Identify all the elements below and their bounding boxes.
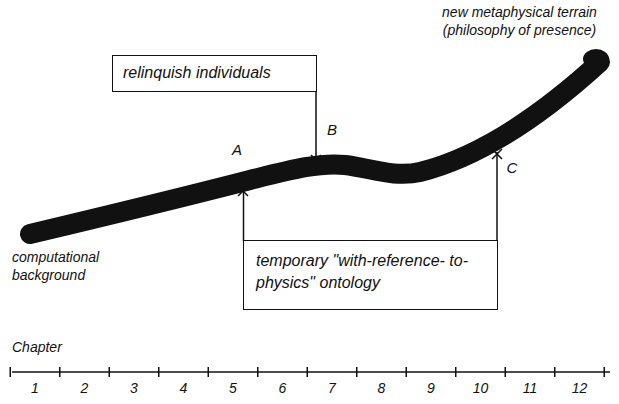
axis-tick (505, 367, 507, 377)
box-label: relinquish individuals (123, 62, 306, 84)
chapter-number: 10 (466, 379, 496, 397)
chapter-number: 4 (169, 379, 199, 397)
axis-title: Chapter (12, 338, 82, 356)
chapter-axis (12, 371, 610, 373)
chapter-number: 5 (218, 379, 248, 397)
phase-box: relinquish individuals (112, 55, 317, 92)
chapter-number: 1 (20, 379, 50, 397)
cross-mark (238, 186, 248, 196)
chapter-number: 6 (268, 379, 298, 397)
bracket-line (496, 152, 498, 241)
phase-box: temporary "with-reference- to-physics" o… (243, 240, 498, 310)
chapter-number: 11 (515, 379, 545, 397)
chapter-number: 12 (565, 379, 595, 397)
caption-note: new metaphysical terrain (philosophy of … (432, 3, 607, 39)
bracket-line (243, 190, 245, 241)
chapter-number: 8 (367, 379, 397, 397)
point-letter: A (229, 140, 245, 160)
axis-tick (59, 367, 61, 377)
axis-ticks (10, 367, 604, 377)
chapter-number: 3 (119, 379, 149, 397)
chapter-number: 2 (70, 379, 100, 397)
axis-tick (356, 367, 358, 377)
axis-tick (307, 367, 309, 377)
axis-tick (455, 367, 457, 377)
axis-tick (208, 367, 210, 377)
box-label: temporary "with-reference- to-physics" o… (256, 250, 485, 293)
cross-mark (311, 155, 321, 165)
axis-tick (10, 367, 12, 377)
caption-note: computational background (12, 248, 122, 284)
point-letter: B (324, 120, 340, 140)
cross-mark (492, 149, 502, 159)
chapter-number: 7 (317, 379, 347, 397)
chapter-number: 9 (416, 379, 446, 397)
point-letter: C (504, 158, 520, 178)
axis-tick (257, 367, 259, 377)
bracket-line (315, 88, 317, 160)
axis-tick (604, 367, 606, 377)
axis-tick (109, 367, 111, 377)
stroke-end-blob (583, 49, 609, 69)
axis-tick (554, 367, 556, 377)
axis-tick (406, 367, 408, 377)
axis-tick (158, 367, 160, 377)
